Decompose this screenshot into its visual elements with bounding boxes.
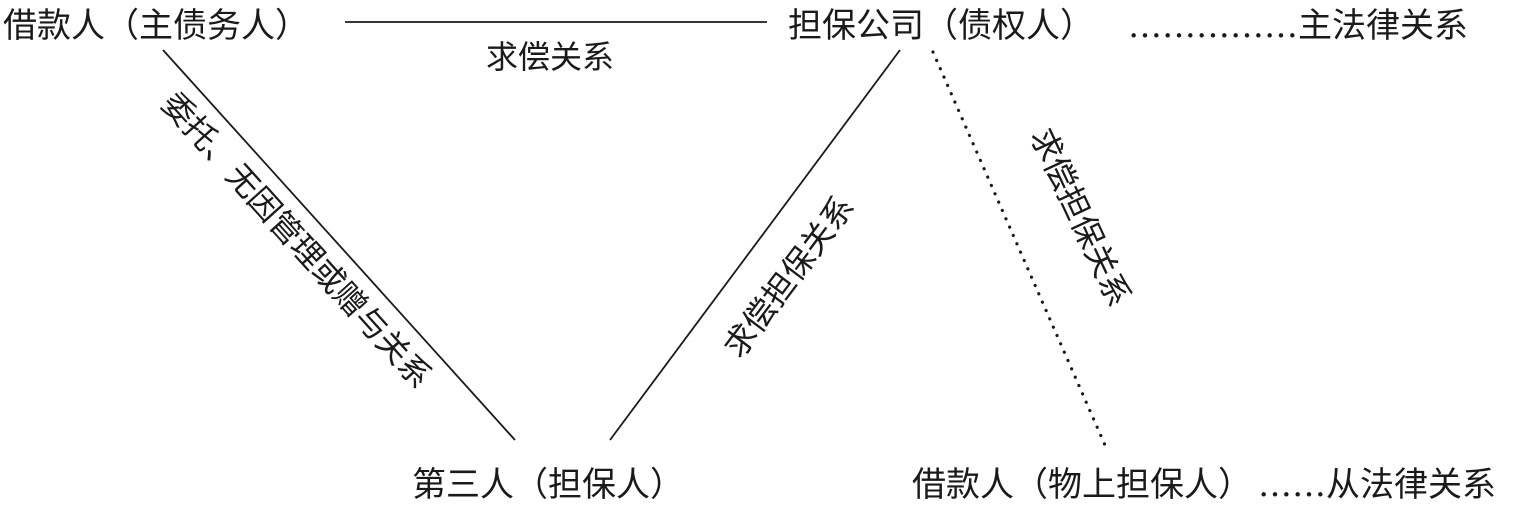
edge-label-entrustment: 委托、无因管理或赠与关系 — [154, 85, 439, 396]
edge-line-company-to-collateral-borrower — [931, 50, 1110, 454]
node-guarantee-company-creditor: 担保公司（债权人） — [788, 6, 1094, 46]
edge-line-company-to-third-party — [609, 49, 901, 441]
node-third-party-guarantor: 第三人（担保人） — [412, 465, 684, 505]
main-legal-relation-note: ……………主法律关系 — [1128, 6, 1468, 46]
node-borrower-main-debtor: 借款人（主债务人） — [3, 6, 309, 46]
edge-label-recourse: 求偿关系 — [486, 38, 614, 76]
secondary-legal-relation-note: ……从法律关系 — [1258, 465, 1496, 505]
node-borrower-collateral-guarantor: 借款人（物上担保人） — [912, 465, 1252, 505]
edge-label-recourse-guarantee-left: 求偿担保关系 — [716, 189, 862, 365]
edge-label-recourse-guarantee-right: 求偿担保关系 — [1023, 122, 1139, 312]
edge-line-borrower-to-third-party — [162, 49, 516, 441]
